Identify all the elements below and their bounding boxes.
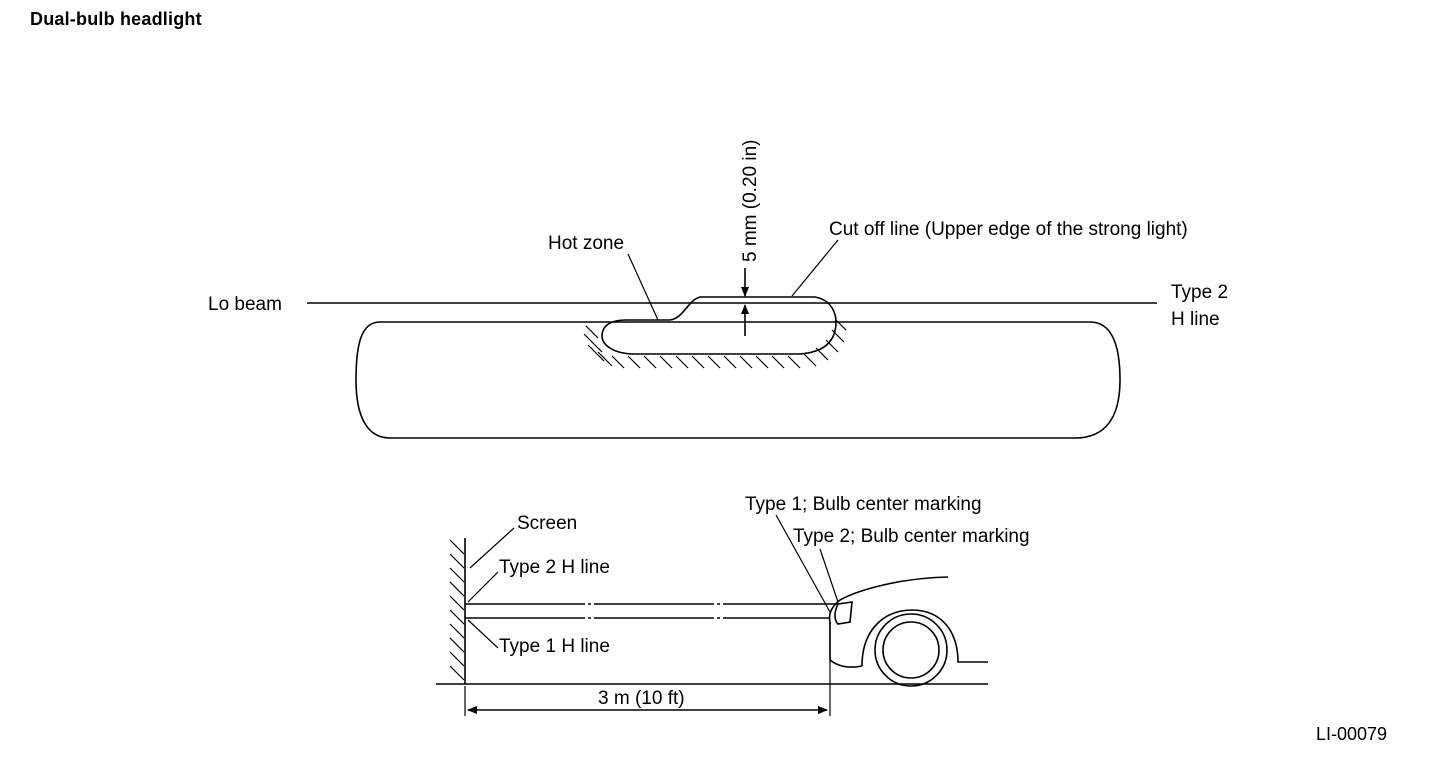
beam-pattern: Lo beam Hot zone 5 mm (0.20 in) Cut off … bbox=[208, 140, 1228, 439]
hot-zone-leader bbox=[627, 253, 659, 321]
hot-zone-label: Hot zone bbox=[548, 233, 624, 254]
hot-zone-hatching bbox=[583, 319, 847, 369]
dimension-label: 5 mm (0.20 in) bbox=[740, 140, 761, 262]
screen-hatching bbox=[449, 539, 465, 681]
screen-label: Screen bbox=[517, 513, 577, 534]
type1-bulb-leader bbox=[775, 514, 831, 613]
type1-bulb-label: Type 1; Bulb center marking bbox=[745, 494, 982, 515]
type1-h-line-label: Type 1 H line bbox=[499, 636, 610, 657]
type2-h-line-label: Type 2 H line bbox=[499, 557, 610, 578]
wheel-arch bbox=[861, 609, 988, 667]
cut-off-leader bbox=[791, 239, 839, 297]
type2-bulb-label: Type 2; Bulb center marking bbox=[793, 526, 1030, 547]
type1-h-leader bbox=[467, 619, 499, 649]
distance-label: 3 m (10 ft) bbox=[598, 688, 685, 709]
beam-outline bbox=[355, 321, 1121, 439]
type2-bulb-leader bbox=[819, 548, 839, 603]
figure-code: LI-00079 bbox=[1316, 724, 1388, 744]
side-view: Screen Type 2 H line Type 1 H line Type … bbox=[436, 494, 1030, 716]
headlight-lens bbox=[834, 601, 853, 625]
type2-h-leader bbox=[467, 571, 499, 603]
car-body-front bbox=[828, 576, 949, 668]
lo-beam-label: Lo beam bbox=[208, 294, 282, 315]
h-line-label: H line bbox=[1171, 309, 1220, 330]
screen-leader bbox=[469, 527, 515, 569]
tire bbox=[874, 613, 948, 687]
page-title: Dual-bulb headlight bbox=[30, 9, 202, 29]
type2-label: Type 2 bbox=[1171, 282, 1228, 303]
cut-off-line-label: Cut off line (Upper edge of the strong l… bbox=[829, 219, 1188, 240]
car-outline bbox=[828, 576, 988, 687]
wheel-rim bbox=[882, 621, 940, 679]
hot-zone-shape bbox=[601, 296, 837, 355]
